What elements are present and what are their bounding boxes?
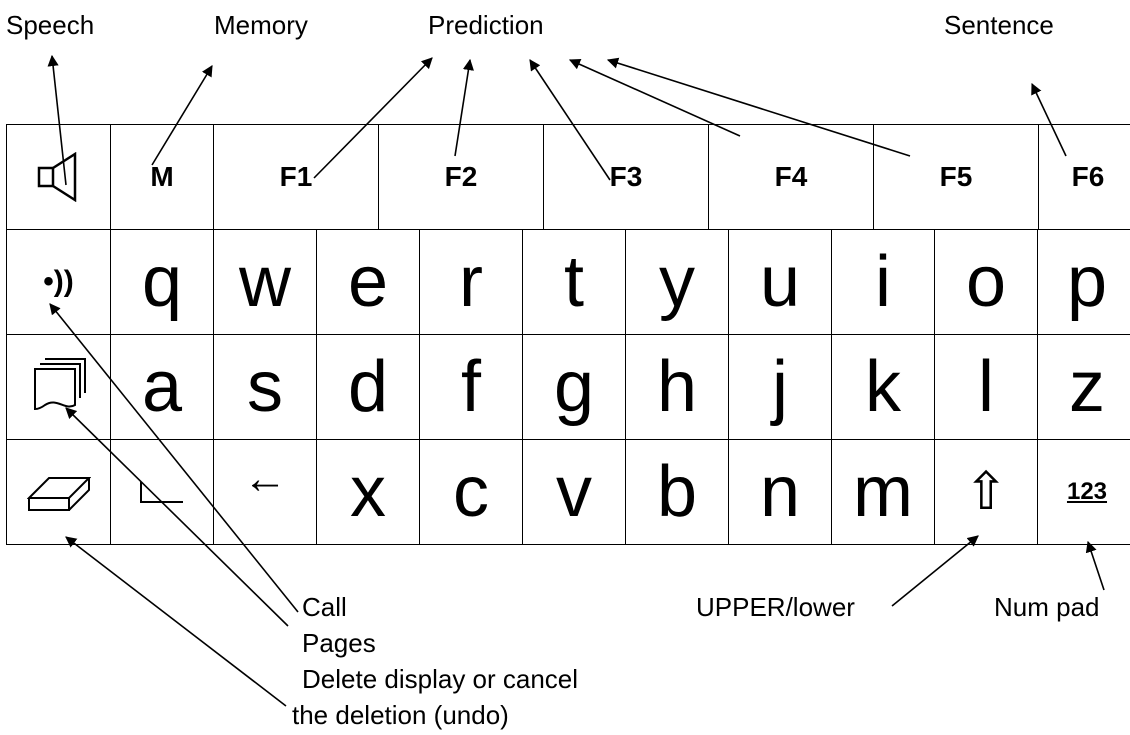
key-p[interactable]: p <box>1037 229 1130 335</box>
key-k[interactable]: k <box>831 334 935 440</box>
letter-row-1: •)) q w e r t y u i o p <box>6 229 1130 335</box>
sentence-label: Sentence <box>944 10 1054 40</box>
f1-key[interactable]: F1 <box>213 124 379 230</box>
key-c[interactable]: c <box>419 439 523 545</box>
letter-row-2: a s d f g h j k l z <box>6 334 1130 440</box>
f4-key[interactable]: F4 <box>708 124 874 230</box>
prediction-label: Prediction <box>428 10 544 40</box>
num-pad-label: Num pad <box>994 592 1100 622</box>
key-m[interactable]: m <box>831 439 935 545</box>
delete-key[interactable] <box>6 439 111 545</box>
call-key[interactable]: •)) <box>6 229 111 335</box>
key-a[interactable]: a <box>110 334 214 440</box>
key-e[interactable]: e <box>316 229 420 335</box>
f6-key[interactable]: F6 <box>1038 124 1130 230</box>
key-z[interactable]: z <box>1037 334 1130 440</box>
key-q[interactable]: q <box>110 229 214 335</box>
shift-key[interactable]: ⇧ <box>934 439 1038 545</box>
num-pad-key[interactable]: 123 <box>1037 439 1130 545</box>
call-label: Call <box>302 592 347 622</box>
f3-key[interactable]: F3 <box>543 124 709 230</box>
memory-label: Memory <box>214 10 308 40</box>
backspace-key[interactable]: ← <box>213 439 317 545</box>
key-d[interactable]: d <box>316 334 420 440</box>
function-row: M F1 F2 F3 F4 F5 F6 <box>6 124 1130 230</box>
key-v[interactable]: v <box>522 439 626 545</box>
num-pad-arrow <box>1085 540 1105 591</box>
delete-arrow <box>65 536 287 707</box>
space-icon <box>140 482 183 503</box>
key-t[interactable]: t <box>522 229 626 335</box>
key-l[interactable]: l <box>934 334 1038 440</box>
speech-key[interactable] <box>6 124 111 230</box>
space-key[interactable] <box>110 439 214 545</box>
key-u[interactable]: u <box>728 229 832 335</box>
pages-key[interactable] <box>6 334 111 440</box>
speech-label: Speech <box>6 10 95 40</box>
key-n[interactable]: n <box>728 439 832 545</box>
key-g[interactable]: g <box>522 334 626 440</box>
keyboard: M F1 F2 F3 F4 F5 F6 •)) q w e r t y u i … <box>6 124 1130 548</box>
delete-label-line1: Delete display or cancel <box>302 664 579 694</box>
key-y[interactable]: y <box>625 229 729 335</box>
key-f[interactable]: f <box>419 334 523 440</box>
pages-icon <box>33 358 86 411</box>
eraser-icon <box>26 477 91 511</box>
key-s[interactable]: s <box>213 334 317 440</box>
upper-lower-label: UPPER/lower <box>696 592 855 622</box>
key-x[interactable]: x <box>316 439 420 545</box>
key-r[interactable]: r <box>419 229 523 335</box>
pages-label: Pages <box>302 628 376 658</box>
key-w[interactable]: w <box>213 229 317 335</box>
speaker-icon <box>37 152 76 202</box>
f5-key[interactable]: F5 <box>873 124 1039 230</box>
key-i[interactable]: i <box>831 229 935 335</box>
key-h[interactable]: h <box>625 334 729 440</box>
delete-label-line2: the deletion (undo) <box>292 700 509 730</box>
key-b[interactable]: b <box>625 439 729 545</box>
letter-row-3: ← x c v b n m ⇧ 123 <box>6 439 1130 545</box>
key-j[interactable]: j <box>728 334 832 440</box>
memory-key[interactable]: M <box>110 124 214 230</box>
key-o[interactable]: o <box>934 229 1038 335</box>
f2-key[interactable]: F2 <box>378 124 544 230</box>
